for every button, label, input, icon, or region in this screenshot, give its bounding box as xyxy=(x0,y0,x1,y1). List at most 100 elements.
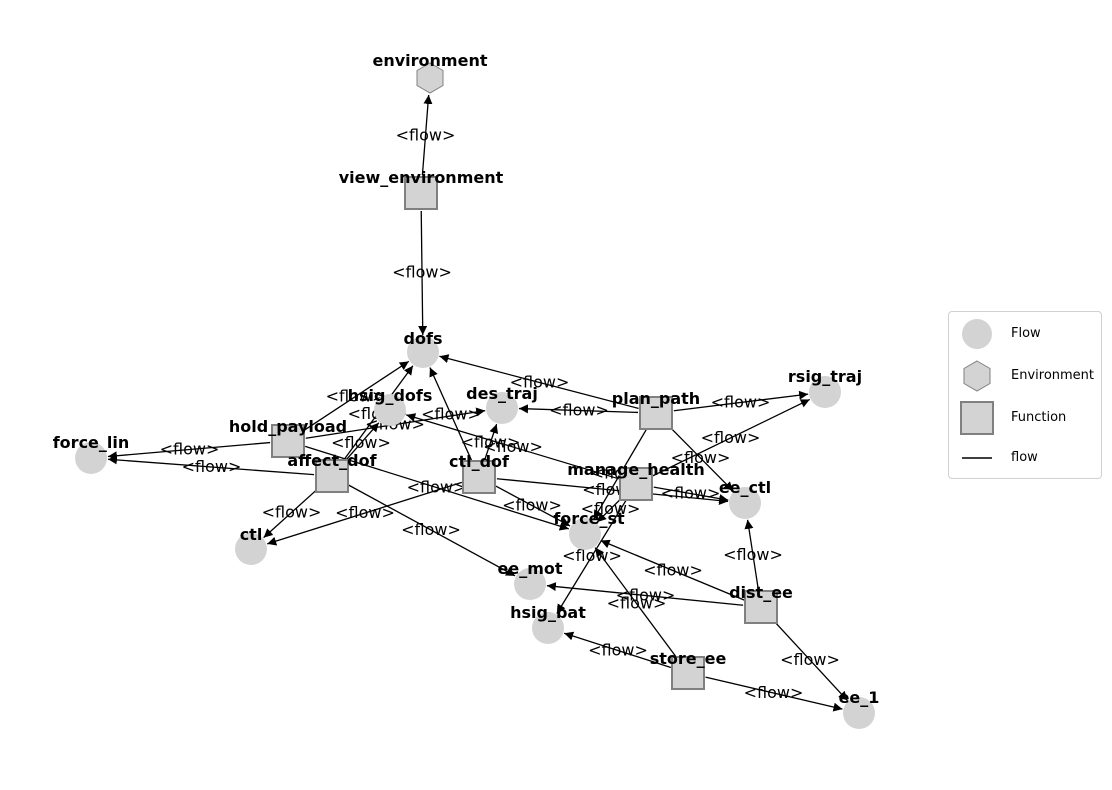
node-label-force_st: force_st xyxy=(553,509,625,528)
edge-plan_path-to-dofs xyxy=(439,354,639,410)
environment-node-environment xyxy=(416,62,444,94)
node-label-ee_1: ee_1 xyxy=(839,688,880,707)
edge-plan_path-to-des_traj xyxy=(518,404,639,414)
flow-node-des_traj xyxy=(486,392,518,424)
edge-store_ee-to-force_st xyxy=(594,547,678,659)
edge-label: <flow> xyxy=(182,457,242,476)
edge-label: <flow> xyxy=(331,433,391,452)
edge-dist_ee-to-force_st xyxy=(600,539,745,601)
edge-ctl_dof-to-des_traj xyxy=(484,423,499,461)
edge-label: <flow> xyxy=(643,561,703,580)
function-node-store_ee xyxy=(671,656,705,690)
edge-label: <flow> xyxy=(562,546,622,565)
edge-manage_health-to-hsig_dofs xyxy=(406,413,619,480)
flow-node-hsig_dofs xyxy=(374,394,406,426)
edge-dist_ee-to-ee_1 xyxy=(772,619,848,701)
flow-node-dofs xyxy=(407,336,439,368)
node-label-ctl_dof: ctl_dof xyxy=(449,452,510,471)
node-label-force_lin: force_lin xyxy=(53,433,130,452)
edge-label: <flow> xyxy=(780,650,840,669)
node-label-dofs: dofs xyxy=(404,329,443,348)
flow-node-ctl xyxy=(235,533,267,565)
node-label-des_traj: des_traj xyxy=(466,384,538,403)
edge-label: <flow> xyxy=(723,545,783,564)
edge-plan_path-to-rsig_traj xyxy=(673,390,809,412)
flow-node-ee_1 xyxy=(843,697,875,729)
edge-hold_payload-to-force_st xyxy=(304,445,569,531)
legend: Flow Environment Function flow xyxy=(948,311,1102,479)
edge-label: <flow> xyxy=(661,484,721,503)
legend-item-function: Function xyxy=(959,400,1099,436)
edge-label: <flow> xyxy=(502,496,562,515)
edge-label: <flow> xyxy=(160,440,220,459)
edge-label: <flow> xyxy=(701,428,761,447)
node-label-hsig_bat: hsig_bat xyxy=(510,603,586,622)
flow-node-rsig_traj xyxy=(809,376,841,408)
nodes-layer xyxy=(75,62,875,729)
node-label-plan_path: plan_path xyxy=(612,389,700,408)
edge-hold_payload-to-dofs xyxy=(302,360,410,432)
edge-label: <flow> xyxy=(588,641,648,660)
node-label-hold_payload: hold_payload xyxy=(229,417,347,436)
edge-dist_ee-to-ee_mot xyxy=(546,582,744,606)
flow-node-force_lin xyxy=(75,442,107,474)
edge-affect_dof-to-ctl xyxy=(263,487,320,539)
edge-ctl_dof-to-force_st xyxy=(494,484,571,527)
flow-node-ee_ctl xyxy=(729,487,761,519)
edge-label: <flow> xyxy=(396,126,456,145)
edge-manage_health-to-hsig_bat xyxy=(556,499,628,614)
edge-label: <flow> xyxy=(581,499,641,518)
edge-manage_health-to-force_st xyxy=(596,496,624,523)
edge-affect_dof-to-ee_mot xyxy=(347,484,516,577)
legend-item-flow: Flow xyxy=(959,316,1099,352)
edge-label: <flow> xyxy=(262,503,322,522)
function-node-manage_health xyxy=(619,467,653,501)
node-label-view_environment: view_environment xyxy=(339,168,504,187)
environment-hexagon-icon xyxy=(963,360,991,392)
edge-ctl_dof-to-ee_ctl xyxy=(496,478,729,505)
function-node-view_environment xyxy=(404,176,438,210)
flow-node-force_st xyxy=(569,518,601,550)
edge-label: <flow> xyxy=(326,387,386,406)
edge-affect_dof-to-hsig_dofs xyxy=(343,422,380,463)
edge-label: <flow> xyxy=(549,401,609,420)
flow-node-ee_mot xyxy=(514,568,546,600)
legend-item-environment: Environment xyxy=(959,358,1099,394)
edge-store_ee-to-hsig_bat xyxy=(563,631,672,669)
edges-layer xyxy=(107,94,848,712)
node-label-store_ee: store_ee xyxy=(650,649,727,668)
legend-label: flow xyxy=(1011,450,1038,465)
legend-label: Function xyxy=(1011,410,1067,425)
node-label-hsig_dofs: hsig_dofs xyxy=(348,386,433,405)
edge-label: <flow> xyxy=(421,405,481,424)
node-label-affect_dof: affect_dof xyxy=(287,451,377,470)
function-node-affect_dof xyxy=(315,459,349,493)
edge-label: <flow> xyxy=(401,520,461,539)
legend-label: Environment xyxy=(1011,368,1095,383)
edge-label: <flow> xyxy=(483,437,543,456)
edge-view_environment-to-environment xyxy=(421,94,433,176)
node-label-environment: environment xyxy=(373,51,488,70)
edge-line-icon xyxy=(962,457,992,459)
edge-plan_path-to-ee_ctl xyxy=(668,425,734,492)
edge-label: <flow> xyxy=(671,448,731,467)
function-square-icon xyxy=(960,401,994,435)
edge-label: <flow> xyxy=(392,263,452,282)
node-label-manage_health: manage_health xyxy=(567,460,705,479)
node-label-ee_mot: ee_mot xyxy=(497,559,562,578)
function-node-ctl_dof xyxy=(462,460,496,494)
legend-label: Flow xyxy=(1011,326,1041,341)
edge-ctl_dof-to-ctl xyxy=(267,481,463,546)
edge-hold_payload-to-force_lin xyxy=(107,441,271,461)
edge-ctl_dof-to-dofs xyxy=(429,367,473,461)
function-node-plan_path xyxy=(639,396,673,430)
node-label-dist_ee: dist_ee xyxy=(729,583,793,602)
flow-circle-icon xyxy=(962,319,992,349)
edge-label: <flow> xyxy=(711,393,771,412)
edge-label: <flow> xyxy=(616,586,676,605)
edge-view_environment-to-dofs xyxy=(418,210,428,336)
edge-label: <flow> xyxy=(335,503,395,522)
legend-item-edge: flow xyxy=(959,440,1099,476)
